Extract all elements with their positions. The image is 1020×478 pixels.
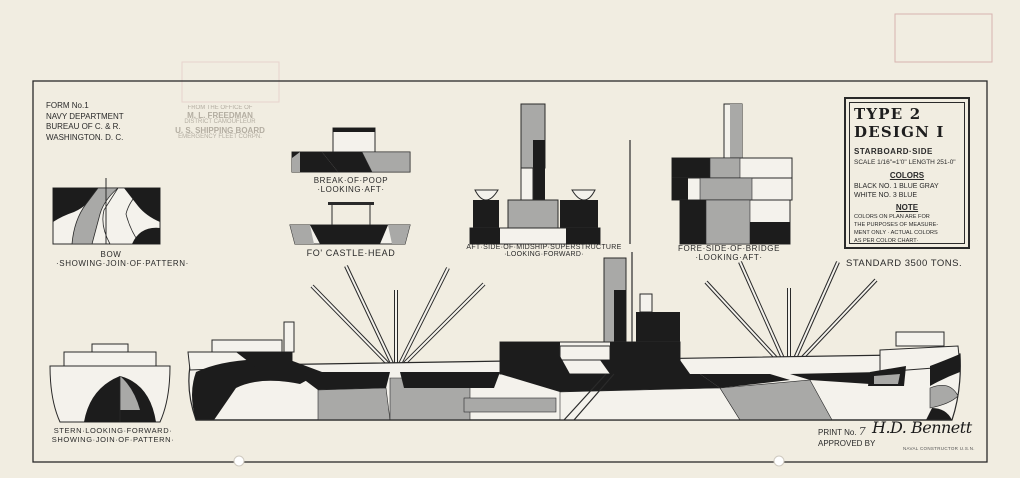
aft-side-sublabel: ·LOOKING·FORWARD·: [504, 251, 584, 258]
approval-block: PRINT No. 7 APPROVED BY: [818, 426, 875, 449]
received-stamp: [894, 13, 993, 63]
office-stamp: FROM THE OFFICE OF M. L. FREEDMAN DISTRI…: [150, 105, 290, 141]
focastle-caption: FO' CASTLE·HEAD: [306, 248, 396, 258]
stamp-name: M. L. FREEDMAN: [187, 111, 253, 121]
type-title: TYPE 2: [854, 105, 922, 123]
bureau-name: BUREAU OF C. & R.: [46, 122, 121, 131]
break-of-poop-caption: BREAK·OF·POOP ·LOOKING·AFT·: [290, 176, 412, 194]
design-title: DESIGN I: [854, 123, 945, 141]
stamp-line: DISTRICT CAMOUFLEUR: [184, 119, 256, 126]
title-block: TYPE 2 DESIGN I STARBOARD·SIDE SCALE 1/1…: [844, 97, 970, 249]
colors-heading: COLORS: [889, 171, 925, 180]
bow-label: BOW: [100, 250, 122, 259]
stern-sublabel: SHOWING·JOIN·OF·PATTERN·: [51, 435, 175, 444]
scale-value: 1/16"=1'0": [877, 159, 907, 166]
aft-side-caption: AFT·SIDE·OF·MIDSHIP·SUPERSTRUCTURE ·LOOK…: [455, 244, 633, 258]
punch-hole: [773, 455, 785, 467]
approved-label: APPROVED BY: [818, 439, 876, 448]
punch-hole: [233, 455, 245, 467]
bow-sublabel: ·SHOWING·JOIN·OF·PATTERN·: [56, 259, 189, 268]
print-label: PRINT No.: [818, 428, 857, 437]
note-line: AS PER COLOR CHART·: [854, 238, 919, 244]
length-label: LENGTH: [908, 159, 935, 166]
signature: H.D. Bennett: [872, 418, 972, 437]
side-label: STARBOARD·SIDE: [854, 147, 933, 156]
stern-label: STERN·LOOKING·FORWARD·: [53, 426, 173, 435]
tonnage-label: STANDARD 3500 TONS.: [846, 258, 963, 269]
fore-side-caption: FORE·SIDE·OF·BRIDGE ·LOOKING·AFT·: [668, 244, 790, 262]
note-heading: NOTE: [895, 203, 919, 212]
note-line: COLORS ON PLAN ARE FOR: [854, 214, 930, 220]
aft-side-label: AFT·SIDE·OF·MIDSHIP·SUPERSTRUCTURE: [466, 244, 622, 251]
break-of-poop-view: [291, 127, 411, 173]
break-of-poop-sublabel: ·LOOKING·AFT·: [317, 185, 385, 194]
scale-label: SCALE: [854, 159, 876, 166]
department-name: NAVY DEPARTMENT: [46, 111, 124, 121]
fore-side-bridge-view: [671, 103, 793, 245]
stern-view: [49, 343, 171, 423]
title-block-inner-border: [849, 102, 965, 244]
color-black-line: BLACK NO. 1 BLUE GRAY: [854, 183, 939, 190]
fore-side-sublabel: ·LOOKING·AFT·: [695, 253, 763, 262]
break-of-poop-label: BREAK·OF·POOP: [313, 176, 389, 185]
bow-view: [52, 178, 161, 245]
fore-side-label: FORE·SIDE·OF·BRIDGE: [677, 244, 781, 253]
print-number: 7: [858, 425, 866, 438]
signature-title: NAVAL CONSTRUCTOR U.S.N.: [903, 446, 975, 451]
focastle-head-view: [289, 202, 411, 245]
color-white-line: WHITE NO. 3 BLUE: [854, 192, 918, 199]
note-line: THE PURPOSES OF MEASURE-: [854, 222, 939, 228]
form-number: FORM No.1: [46, 101, 89, 110]
form-block: FORM No.1 NAVY DEPARTMENT BUREAU OF C. &…: [46, 101, 124, 143]
stamp-line: U. S. SHIPPING BOARD: [175, 125, 265, 135]
stamp-line: EMERGENCY FLEET CORPN.: [178, 133, 262, 140]
bow-caption: BOW ·SHOWING·JOIN·OF·PATTERN·: [56, 250, 189, 268]
drawing-border: [32, 80, 988, 463]
aft-side-midship-view: [469, 103, 631, 245]
faint-stamp-box: [181, 61, 280, 103]
stern-caption: STERN·LOOKING·FORWARD· SHOWING·JOIN·OF·P…: [40, 426, 186, 444]
note-line: MENT ONLY · ACTUAL COLORS: [854, 230, 938, 236]
length-value: 251-0": [936, 159, 956, 166]
stamp-line: FROM THE OFFICE OF: [187, 105, 253, 111]
scale-line: SCALE 1/16"=1'0" LENGTH 251-0": [854, 159, 956, 166]
location-text: WASHINGTON. D. C.: [46, 132, 124, 142]
starboard-profile-view: [187, 252, 961, 421]
